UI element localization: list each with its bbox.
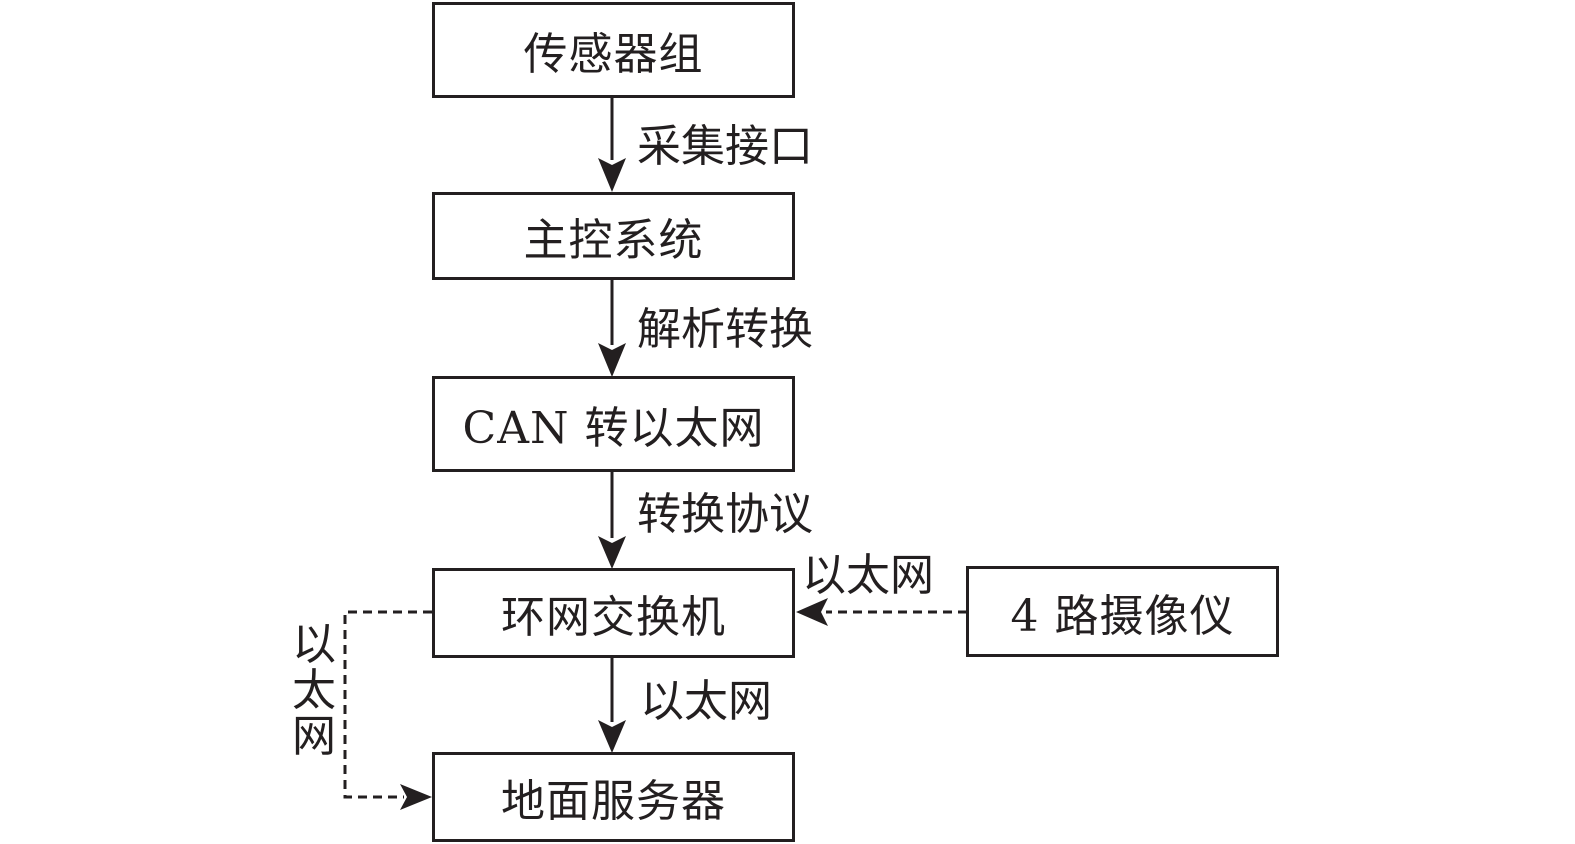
node-label: 环网交换机 [501, 592, 726, 643]
edge-main-control-to-can-eth [598, 279, 626, 377]
node-label: 4 路摄像仪 [1010, 590, 1235, 642]
node-can-to-ethernet: CAN 转以太网 [432, 376, 795, 472]
arrowhead-icon [598, 720, 626, 753]
arrowhead-icon [598, 536, 626, 569]
node-ground-server: 地面服务器 [432, 752, 795, 842]
edge-cameras-to-ring-switch [796, 598, 967, 626]
node-main-control: 主控系统 [432, 192, 795, 280]
node-sensors: 传感器组 [432, 2, 795, 98]
vertical-label-char: 网 [292, 711, 336, 763]
arrowhead-icon [796, 598, 828, 626]
edge-ring-switch-to-server-dashed [343, 610, 432, 810]
node-label: 地面服务器 [501, 776, 726, 827]
vertical-label-char: 以 [292, 619, 336, 670]
node-label: 传感器组 [523, 29, 704, 80]
arrowhead-icon [598, 343, 626, 377]
edge-label-ethernet-cameras: 以太网 [802, 550, 934, 601]
edge-sensors-to-main-control [598, 97, 626, 192]
edge-label-parse-convert: 解析转换 [637, 304, 813, 355]
node-label: 主控系统 [523, 215, 704, 266]
node-cameras: 4 路摄像仪 [966, 566, 1279, 657]
arrowhead-icon [400, 784, 432, 810]
edge-label-convert-protocol: 转换协议 [637, 489, 813, 540]
arrowhead-icon [598, 158, 626, 192]
edge-ring-switch-to-server [598, 657, 626, 753]
edge-label-acquisition-interface: 采集接口 [637, 121, 813, 172]
edge-label-ethernet-dashed-vertical: 以太网 [289, 619, 339, 763]
edge-label-ethernet-solid: 以太网 [640, 676, 772, 727]
vertical-label-char: 太 [292, 665, 336, 717]
node-ring-switch: 环网交换机 [432, 568, 795, 658]
node-label: CAN 转以太网 [462, 403, 765, 454]
edge-can-eth-to-ring-switch [598, 471, 626, 569]
